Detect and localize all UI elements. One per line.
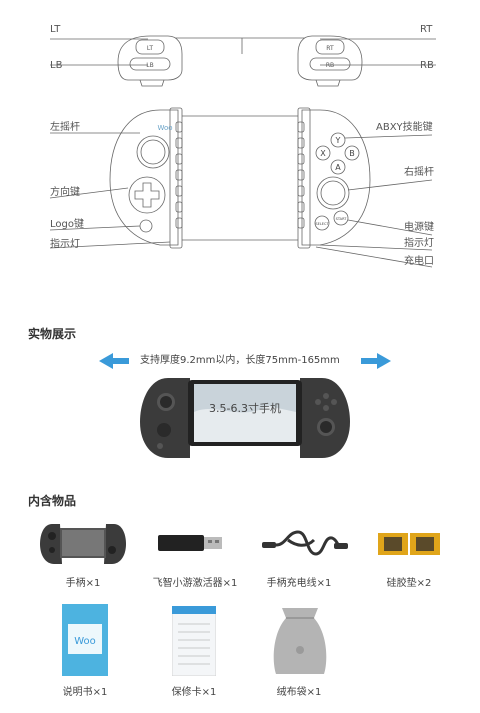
label-rt: RT <box>420 24 433 35</box>
label-indicator-left: 指示灯 <box>50 239 80 250</box>
item-label-warranty: 保修卡×1 <box>171 687 217 698</box>
thickness-arrows <box>99 353 391 369</box>
item-label-manual: 说明书×1 <box>62 687 108 698</box>
label-charge-port: 充电口 <box>404 256 434 267</box>
item-controller-image <box>40 524 126 564</box>
button-a: A <box>335 163 341 172</box>
front-diagram: Woo Y X B A SELECT START <box>49 107 433 268</box>
item-cable-image <box>262 530 348 556</box>
button-x: X <box>320 149 326 158</box>
thickness-text: 支持厚度9.2mm以内，长度75mm-165mm <box>140 355 340 366</box>
label-rb: RB <box>420 60 434 71</box>
trigger-mark-lt: LT <box>147 45 154 52</box>
button-select: SELECT <box>315 222 329 226</box>
item-warranty-image <box>172 606 216 676</box>
label-logo-key: Logo键 <box>50 219 84 230</box>
item-label-pads: 硅胶垫×2 <box>386 578 432 589</box>
logo-text: Woo <box>157 124 172 132</box>
real-product-title: 实物展示 <box>28 327 77 341</box>
button-start: START <box>336 217 348 221</box>
label-dpad: 方向键 <box>50 187 80 198</box>
item-label-pouch: 绒布袋×1 <box>276 687 322 698</box>
manual-logo-text: Woo <box>74 636 96 647</box>
item-activator-image <box>158 535 222 551</box>
product-photo <box>140 378 350 458</box>
label-left-stick: 左摇杆 <box>50 122 80 133</box>
item-label-cable: 手柄充电线×1 <box>266 578 332 589</box>
label-right-stick: 右摇杆 <box>404 167 434 178</box>
label-power-key: 电源键 <box>404 222 434 233</box>
trigger-mark-lb: LB <box>146 62 153 69</box>
item-label-controller: 手柄×1 <box>65 578 101 589</box>
contents-title: 内含物品 <box>28 494 77 508</box>
item-manual-image: Woo <box>62 604 108 676</box>
button-y: Y <box>335 136 341 145</box>
label-lb: LB <box>50 60 63 71</box>
button-b: B <box>349 149 355 158</box>
label-abxy: ABXY技能键 <box>376 122 433 133</box>
trigger-mark-rt: RT <box>326 45 334 52</box>
screen-size-text: 3.5-6.3寸手机 <box>209 402 281 415</box>
trigger-diagram: LT LB RT RB <box>50 35 436 87</box>
label-indicator-right: 指示灯 <box>404 238 434 249</box>
item-label-activator: 飞智小游激活器×1 <box>152 578 238 589</box>
item-pads-image <box>378 533 440 555</box>
item-pouch-image <box>273 608 327 674</box>
trigger-mark-rb: RB <box>326 62 334 69</box>
label-lt: LT <box>50 24 61 35</box>
